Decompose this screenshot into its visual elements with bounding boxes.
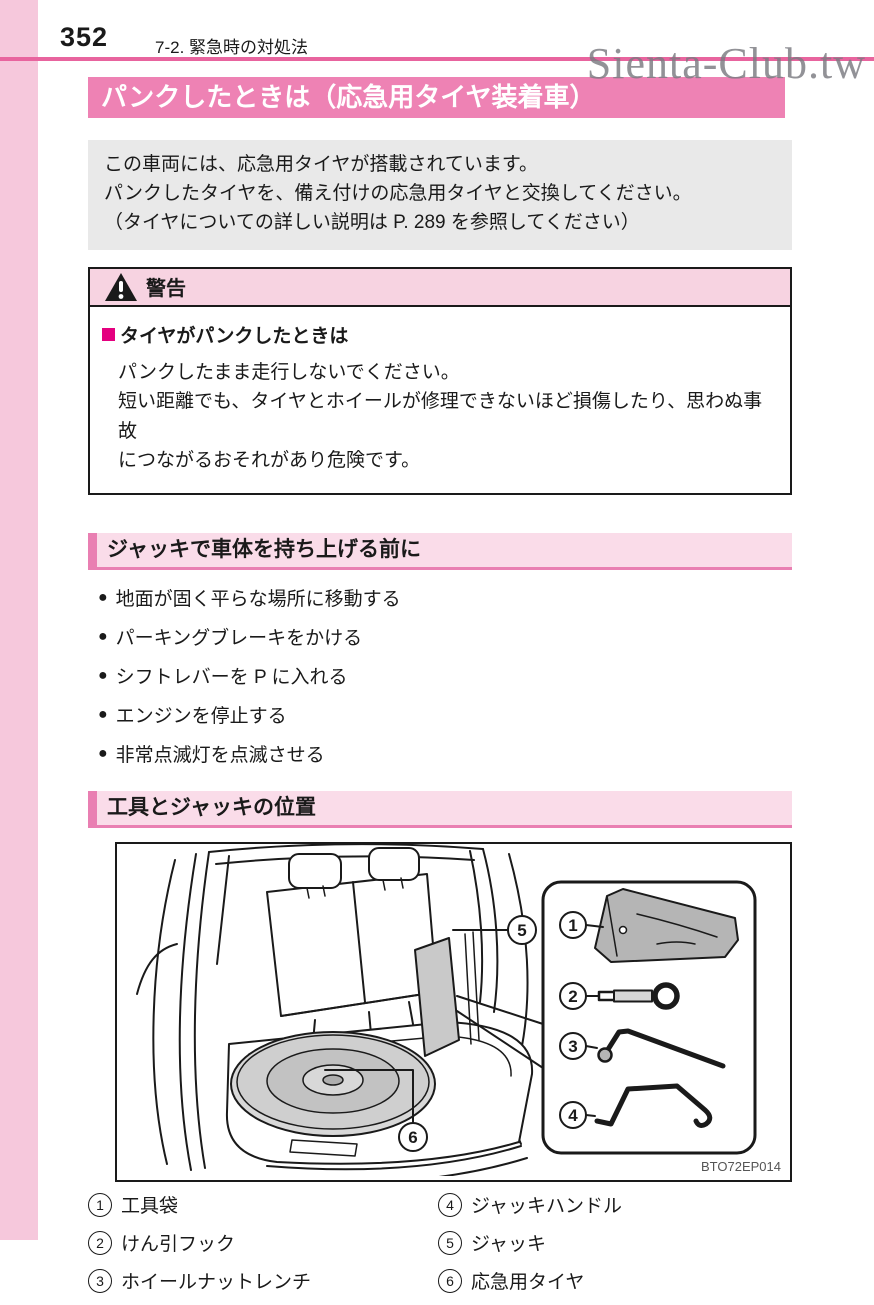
circled-number-icon: 5 [438, 1230, 462, 1255]
pointer-wedge [456, 995, 544, 1070]
legend-label: 工具袋 [121, 1196, 179, 1218]
tools-location-figure: 5 6 [115, 842, 792, 1183]
tool-storage-panel [414, 937, 460, 1058]
warning-triangle-icon [105, 272, 137, 301]
warning-body: タイヤがパンクしたときは パンクしたまま走行しないでください。 短い距離でも、タ… [90, 306, 790, 494]
list-item-text: 非常点滅灯を点滅させる [115, 745, 325, 767]
list-item-text: シフトレバーを P に入れる [115, 667, 348, 689]
tools-panel: 1 2 3 [541, 880, 757, 1155]
section-header-tool-location: 工具とジャッキの位置 [88, 791, 792, 829]
legend-item: 1 工具袋 [88, 1191, 438, 1218]
callout-number: 2 [568, 987, 577, 1006]
wheel-nut-wrench-illustration [597, 1028, 726, 1069]
page-content: パンクしたときは（応急用タイヤ装着車） この車両には、応急用タイヤが搭載されてい… [88, 77, 792, 1305]
legend-label: けん引フック [121, 1234, 236, 1256]
callout-5: 5 [452, 915, 537, 946]
legend-label: ジャッキ [471, 1234, 547, 1256]
list-item-text: 地面が固く平らな場所に移動する [115, 589, 401, 611]
legend-item: 2 けん引フック [88, 1229, 438, 1256]
legend-label: ホイールナットレンチ [121, 1272, 312, 1294]
callout-number: 5 [517, 921, 526, 940]
bullet-icon: ● [98, 588, 108, 606]
warning-line: 短い距離でも、タイヤとホイールが修理できないほど損傷したり、思わぬ事故 [118, 391, 763, 442]
circled-number-icon: 6 [438, 1268, 462, 1293]
bullet-icon: ● [98, 705, 108, 723]
bullet-icon: ● [98, 666, 108, 684]
warning-subtitle: タイヤがパンクしたときは [102, 321, 776, 348]
intro-line: この車両には、応急用タイヤが搭載されています。 [104, 154, 538, 175]
section-header-before-jack: ジャッキで車体を持ち上げる前に [88, 533, 792, 571]
list-item: ● 地面が固く平らな場所に移動する [98, 584, 792, 611]
header-rule [0, 57, 874, 61]
page-number: 352 [60, 22, 109, 52]
circled-number-icon: 2 [88, 1230, 112, 1255]
warning-header: 警告 [90, 268, 790, 307]
legend-item: 5 ジャッキ [438, 1229, 622, 1256]
magenta-square-bullet-icon [102, 327, 115, 341]
list-item: ● 非常点滅灯を点滅させる [98, 740, 792, 767]
warning-box: 警告 タイヤがパンクしたときは パンクしたまま走行しないでください。 短い距離で… [88, 266, 792, 496]
intro-box: この車両には、応急用タイヤが搭載されています。 パンクしたタイヤを、備え付けの応… [88, 140, 792, 250]
warning-title: 警告 [146, 278, 186, 301]
intro-line: パンクしたタイヤを、備え付けの応急用タイヤと交換してください。 [104, 182, 692, 204]
legend-column-right: 4 ジャッキハンドル 5 ジャッキ 6 応急用タイヤ [438, 1191, 622, 1305]
legend-label: ジャッキハンドル [471, 1196, 623, 1218]
figure-code: BTO72EP014 [701, 1159, 781, 1174]
legend-item: 4 ジャッキハンドル [438, 1191, 622, 1218]
figure-legend: 1 工具袋 2 けん引フック 3 ホイールナットレンチ 4 ジャッキハンドル 5… [88, 1191, 792, 1305]
list-item: ● シフトレバーを P に入れる [98, 662, 792, 689]
bullet-icon: ● [98, 744, 108, 762]
page-edge-bar [0, 0, 38, 1240]
callout-number: 3 [568, 1037, 577, 1056]
legend-column-left: 1 工具袋 2 けん引フック 3 ホイールナットレンチ [88, 1191, 438, 1305]
spare-tire [230, 1031, 436, 1138]
circled-number-icon: 4 [438, 1192, 462, 1217]
circled-number-icon: 3 [88, 1268, 112, 1293]
warning-line: パンクしたまま走行しないでください。 [118, 361, 460, 383]
legend-label: 応急用タイヤ [471, 1272, 585, 1294]
chapter-breadcrumb: 7-2. 緊急時の対処法 [155, 38, 309, 57]
page-title: パンクしたときは（応急用タイヤ装着車） [88, 77, 785, 118]
callout-number: 4 [568, 1106, 578, 1125]
car-rear-illustration [136, 844, 534, 1177]
bullet-icon: ● [98, 627, 108, 645]
callout-number: 1 [568, 916, 577, 935]
legend-item: 3 ホイールナットレンチ [88, 1267, 438, 1294]
before-jack-list: ● 地面が固く平らな場所に移動する ● パーキングブレーキをかける ● シフトレバーを… [98, 584, 792, 767]
list-item-text: パーキングブレーキをかける [115, 628, 363, 650]
jack-handle-illustration [594, 1083, 713, 1129]
tool-bag-illustration [594, 888, 739, 964]
list-item: ● エンジンを停止する [98, 701, 792, 728]
callout-number: 6 [408, 1128, 417, 1147]
intro-line: （タイヤについての詳しい説明は P. 289 を参照してください） [104, 211, 640, 233]
list-item-text: エンジンを停止する [115, 706, 287, 728]
list-item: ● パーキングブレーキをかける [98, 623, 792, 650]
tools-location-diagram: 5 6 [136, 844, 781, 1177]
watermark: Sienta-Club.tw [586, 39, 866, 88]
circled-number-icon: 1 [88, 1192, 112, 1217]
callout-6: 6 [324, 1069, 428, 1153]
warning-text: パンクしたまま走行しないでください。 短い距離でも、タイヤとホイールが修理できな… [118, 358, 776, 476]
warning-subtitle-text: タイヤがパンクしたときは [120, 325, 349, 347]
warning-line: につながるおそれがあり危険です。 [118, 449, 421, 471]
legend-item: 6 応急用タイヤ [438, 1267, 622, 1294]
